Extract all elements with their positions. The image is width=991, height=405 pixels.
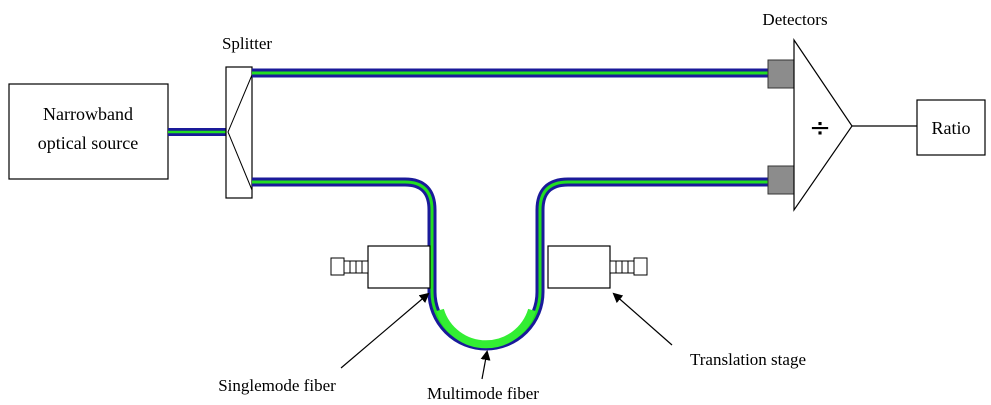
ratio-label: Ratio: [932, 118, 971, 138]
sensing-fiber-loop: [252, 177, 768, 351]
splitter-label: Splitter: [222, 34, 272, 53]
ratio-box: Ratio: [916, 99, 986, 156]
multimode-label: Multimode fiber: [427, 384, 539, 403]
singlemode-annotation: Singlemode fiber: [218, 292, 430, 395]
divide-symbol: ÷: [809, 113, 831, 143]
multimode-annotation: Multimode fiber: [427, 350, 539, 403]
detectors: Detectors: [762, 10, 828, 195]
singlemode-label: Singlemode fiber: [218, 376, 336, 395]
translation-label: Translation stage: [690, 350, 806, 369]
translation-annotation: Translation stage: [612, 292, 806, 369]
optical-source-box: Narrowband optical source: [8, 83, 169, 180]
translation-stage-right: [547, 245, 648, 289]
multimode-fiber-segment: [436, 308, 536, 349]
divider-amplifier: ÷: [793, 38, 917, 212]
splitter: Splitter: [222, 34, 272, 199]
translation-stage-left: [330, 245, 431, 289]
source-label-line2: optical source: [38, 133, 138, 153]
detectors-label: Detectors: [762, 10, 827, 29]
source-label-line1: Narrowband: [43, 104, 133, 124]
